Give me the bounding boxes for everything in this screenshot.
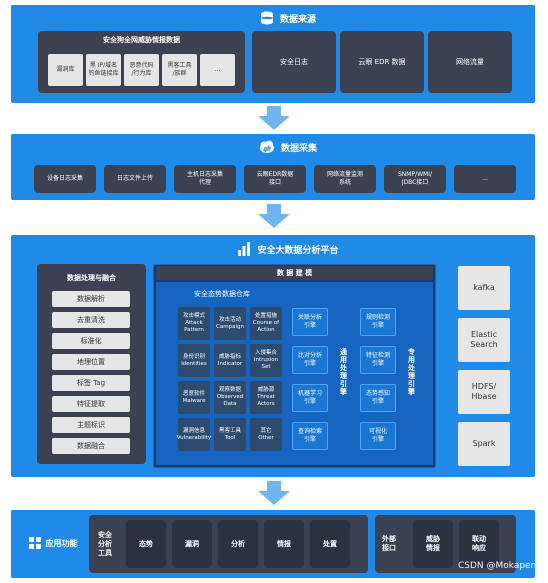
general-engine: 关联分析 引擎 — [292, 308, 328, 336]
storage-item: Spark — [458, 422, 510, 466]
interface-item: 联动 响应 — [459, 520, 499, 568]
threat-intel-item: ... — [200, 54, 235, 86]
warehouse-cell: 处置措施 Course of Action — [250, 307, 282, 340]
storage-item: kafka — [458, 266, 510, 310]
external-interface-label: 外部 接口 — [382, 535, 396, 552]
applications-title: 应用功能 — [45, 538, 78, 548]
security-tools-label: 安全 分析 工具 — [98, 530, 112, 557]
warehouse-cell: 攻击模式 Attack Pattern — [178, 307, 210, 340]
threat-intel-item: 黑 IP/域名 钓鱼链接库 — [86, 54, 121, 86]
general-engine: 机器学习 引擎 — [292, 384, 328, 412]
watermark: CSDN @Mokapeng — [457, 561, 542, 571]
processing-item: 数据解析 — [52, 291, 130, 307]
warehouse-cell: 攻击活动 Campaign — [214, 307, 246, 340]
special-engine: 特征检测 引擎 — [360, 346, 396, 374]
warehouse-cell: 其它 Other — [250, 418, 282, 451]
interface-item: 威胁 情报 — [413, 520, 453, 568]
tool-item: 漏洞 — [172, 520, 212, 568]
down-arrow-icon — [258, 106, 290, 130]
data-sources-title: 数据来源 — [279, 14, 316, 25]
threat-intel-title: 安全狗全网威胁情报数据 — [103, 35, 180, 44]
applications-header: 应用功能 — [18, 535, 88, 551]
tool-item: 情报 — [264, 520, 304, 568]
storage-item: HDFS/ Hbase — [458, 370, 510, 414]
tool-item: 分析 — [218, 520, 258, 568]
analytics-platform-header: 安全大数据分析平台 — [208, 240, 368, 258]
collection-item: ... — [454, 165, 516, 193]
general-engine: 比对分析 引擎 — [292, 346, 328, 374]
warehouse-cell: 观察数据 Observed Data — [214, 381, 246, 414]
collection-item: 日志文件上传 — [104, 165, 166, 193]
down-arrow-icon — [258, 204, 290, 228]
general-engine: 查询检索 引擎 — [292, 422, 328, 450]
collection-item: 主机日志采集 代理 — [174, 165, 236, 193]
data-modeling-title-bar: 数 据 建 模 — [156, 266, 433, 280]
collection-item: 云眼EDR数据 接口 — [244, 165, 306, 193]
special-engines-label: 专用处理引擎 — [407, 348, 416, 396]
warehouse-cell: 恶意软件 Malware — [178, 381, 210, 414]
general-engines-label: 通用处理引擎 — [339, 348, 348, 396]
data-sources-header: 数据来源 — [228, 9, 348, 27]
data-collection-title: 数据采集 — [280, 143, 317, 154]
threat-intel-item: 黑客工具 /族群 — [162, 54, 197, 86]
special-engine: 可视化 引擎 — [360, 422, 396, 450]
warehouse-title: 安全态势数据仓库 — [194, 289, 250, 298]
data-modeling-title: 数 据 建 模 — [276, 268, 313, 277]
threat-intel-item: 漏洞库 — [48, 54, 83, 86]
warehouse-cell: 入侵集合 Intrusion Set — [250, 344, 282, 377]
processing-item: 去重清洗 — [52, 312, 130, 328]
processing-item: 特征提取 — [52, 396, 130, 412]
app-grid-icon — [28, 537, 41, 549]
processing-item: 标签 Tag — [52, 375, 130, 391]
warehouse-cell: 身份识别 Identities — [178, 344, 210, 377]
tool-item: 处置 — [310, 520, 350, 568]
warehouse-cell: 黑客工具 Tool — [214, 418, 246, 451]
source-card: 网络流量 — [428, 31, 512, 93]
collection-item: 网络流量监测 系统 — [314, 165, 376, 193]
processing-item: 地理位置 — [52, 354, 130, 370]
storage-item: Elastic Search — [458, 318, 510, 362]
warehouse-cell: 威胁指标 Indicator — [214, 344, 246, 377]
analytics-platform-title: 安全大数据分析平台 — [257, 245, 339, 256]
special-engine: 态势感知 引擎 — [360, 384, 396, 412]
bar-chart-icon — [238, 242, 251, 256]
data-processing-title: 数据处理与融合 — [67, 273, 116, 282]
processing-item: 主题标识 — [52, 417, 130, 433]
collection-item: 设备日志采集 — [34, 165, 96, 193]
collection-item: SNMP/WMI/ JDBC接口 — [384, 165, 446, 193]
processing-item: 标准化 — [52, 333, 130, 349]
source-card: 安全日志 — [252, 31, 336, 93]
warehouse-cell: 漏洞信息 Vulnerability — [177, 418, 211, 451]
tool-item: 态势 — [126, 520, 166, 568]
threat-intel-item: 恶意代码 /行为库 — [124, 54, 159, 86]
warehouse-cell: 威胁源 Threat Actors — [250, 381, 282, 414]
database-icon — [260, 11, 273, 25]
source-card: 云眼 EDR 数据 — [340, 31, 424, 93]
cloud-sync-icon — [259, 140, 274, 153]
data-collection-header: 数据采集 — [228, 138, 348, 156]
special-engine: 规则检测 引擎 — [360, 308, 396, 336]
down-arrow-icon — [258, 481, 290, 505]
processing-item: 数据融合 — [52, 438, 130, 454]
